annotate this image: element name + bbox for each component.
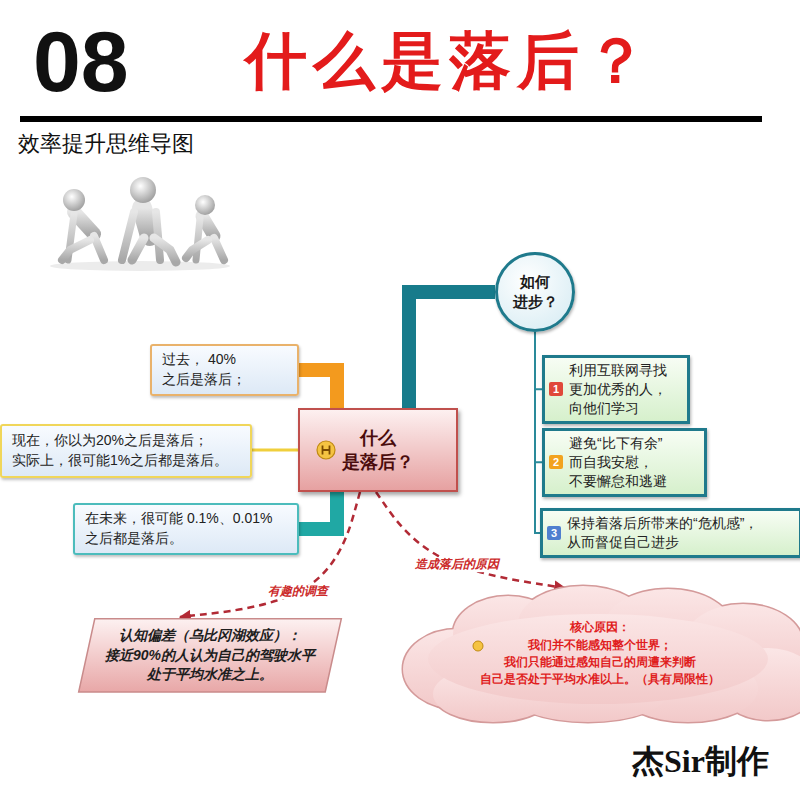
question-circle: 如何 进步？ (495, 252, 575, 332)
subtitle: 效率提升思维导图 (18, 131, 194, 157)
node-text: 利用互联网寻找 更加优秀的人， 向他们学习 (569, 361, 679, 418)
dashed-arrow (376, 492, 565, 588)
branch-bar (409, 292, 495, 408)
step-box: 1 利用互联网寻找 更加优秀的人， 向他们学习 (542, 355, 690, 424)
edge-label: 造成落后的原因 (412, 557, 502, 573)
central-topic: 什么 是落后？ (298, 408, 458, 492)
topic-box: 过去， 40%之后是落后； (150, 344, 299, 396)
callout-number: 1 (549, 382, 563, 396)
icon-disc (317, 441, 335, 459)
node-text: 认知偏差（乌比冈湖效应）： 接近90%的人认为自己的驾驶水平 处于平均水准之上。 (104, 626, 316, 685)
cloud-heading: 核心原因： (475, 619, 725, 636)
node-text: 我们并不能感知整个世界； 我们只能通过感知自己的周遭来判断 自己是否处于平均水准… (475, 637, 725, 689)
note-parallelogram: 认知偏差（乌比冈湖效应）： 接近90%的人认为自己的驾驶水平 处于平均水准之上。 (76, 618, 344, 693)
bracket-line (535, 332, 542, 462)
center-head (130, 177, 156, 203)
parallelogram-shape (79, 619, 342, 692)
node-text: 过去， 40%之后是落后； (162, 350, 285, 389)
edge-label: 有趣的调查 (265, 584, 331, 600)
node-text: 什么 是落后？ (336, 426, 420, 475)
floor-shadow (50, 261, 230, 271)
cloud-fill (403, 586, 800, 722)
topic-icon (316, 440, 336, 460)
runner-figures (50, 177, 230, 271)
bracket-line (535, 332, 540, 533)
page-title: 什么是落后？ (245, 24, 653, 98)
author-signature: 杰Sir制作 (632, 742, 769, 780)
cloud-border (403, 586, 800, 722)
left-figure (62, 212, 104, 260)
branch-line (252, 449, 298, 452)
right-head (195, 195, 215, 215)
node-text: 避免“比下有余” 而自我安慰， 不要懈怠和逃避 (569, 434, 696, 491)
cloud-icon (473, 641, 483, 651)
node-text: 保持着落后所带来的“危机感”， 从而督促自己进步 (567, 514, 791, 552)
topic-box: 在未来，很可能 0.1%、0.01%之后都是落后。 (73, 503, 299, 555)
step-box: 2 避免“比下有余” 而自我安慰， 不要懈怠和逃避 (542, 428, 707, 497)
cloud-lobe (428, 614, 768, 704)
section-number: 08 (33, 18, 129, 104)
icon-mark (323, 446, 330, 455)
title-rule (20, 116, 762, 122)
branch-bar (299, 370, 337, 408)
center-figure (122, 208, 176, 262)
callout-number: 3 (547, 526, 561, 540)
bracket-line (535, 332, 542, 389)
callout-number: 2 (549, 455, 563, 469)
right-figure (186, 216, 224, 260)
cloud-outline (398, 584, 800, 724)
branch-bar (299, 492, 337, 529)
step-box: 3 保持着落后所带来的“危机感”， 从而督促自己进步 (540, 508, 800, 558)
topic-box: 现在，你以为20%之后是落后； 实际上，很可能1%之后都是落后。 (0, 424, 252, 478)
left-head (63, 189, 85, 211)
cloud-lobe (428, 614, 768, 704)
node-text: 在未来，很可能 0.1%、0.01%之后都是落后。 (85, 509, 285, 548)
reason-cloud: 核心原因：我们并不能感知整个世界； 我们只能通过感知自己的周遭来判断 自己是否处… (398, 584, 800, 724)
node-text: 如何 进步？ (507, 272, 563, 313)
node-text: 现在，你以为20%之后是落后； 实际上，很可能1%之后都是落后。 (12, 431, 238, 470)
